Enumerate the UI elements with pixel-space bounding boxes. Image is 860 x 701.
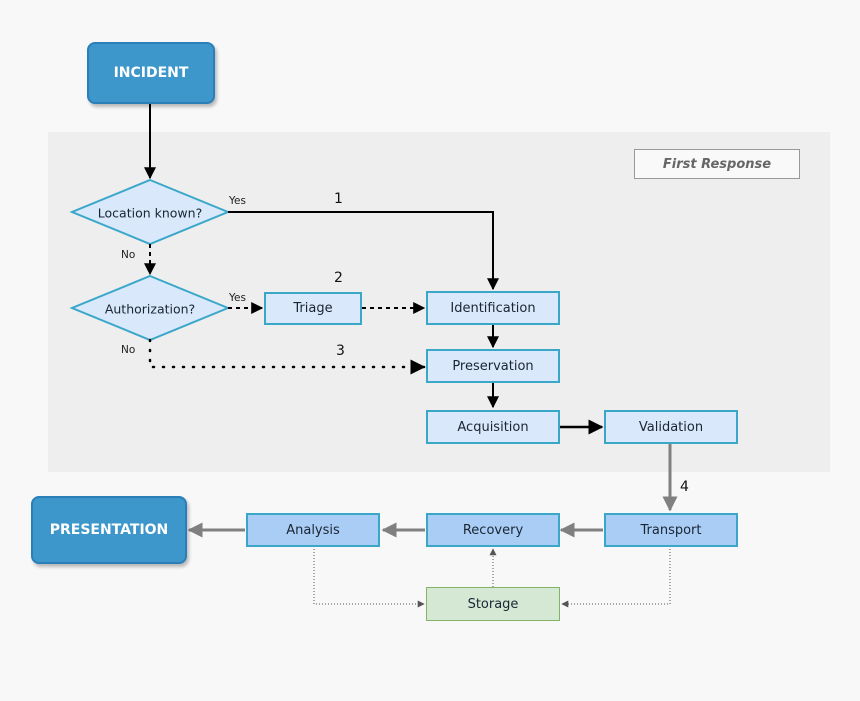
path-2-number: 2 (334, 270, 343, 286)
transport-node[interactable]: Transport (604, 513, 738, 547)
location-yes-label: Yes (229, 195, 246, 207)
validation-node[interactable]: Validation (604, 410, 738, 444)
analysis-to-storage-link (313, 546, 425, 608)
path-3-number: 3 (336, 343, 345, 359)
path-4-number: 4 (680, 479, 689, 495)
analysis-node[interactable]: Analysis (246, 513, 380, 547)
storage-node[interactable]: Storage (426, 587, 560, 621)
authorization-no-label: No (121, 344, 136, 356)
path-3-arrow (148, 338, 426, 375)
preservation-node[interactable]: Preservation (426, 349, 560, 383)
path-1-arrow (228, 211, 499, 291)
authorization-yes-label: Yes (229, 292, 246, 304)
transport-to-storage-link (561, 546, 671, 608)
identification-node[interactable]: Identification (426, 291, 560, 325)
path-1-number: 1 (334, 191, 343, 207)
location-no-label: No (121, 249, 136, 261)
presentation-node[interactable]: PRESENTATION (31, 496, 187, 564)
recovery-node[interactable]: Recovery (426, 513, 560, 547)
incident-node[interactable]: INCIDENT (87, 42, 215, 104)
acquisition-node[interactable]: Acquisition (426, 410, 560, 444)
first-response-label: First Response (634, 149, 800, 179)
location-known-label: Location known? (97, 205, 203, 221)
triage-node[interactable]: Triage (264, 292, 362, 325)
authorization-label: Authorization? (104, 301, 196, 317)
